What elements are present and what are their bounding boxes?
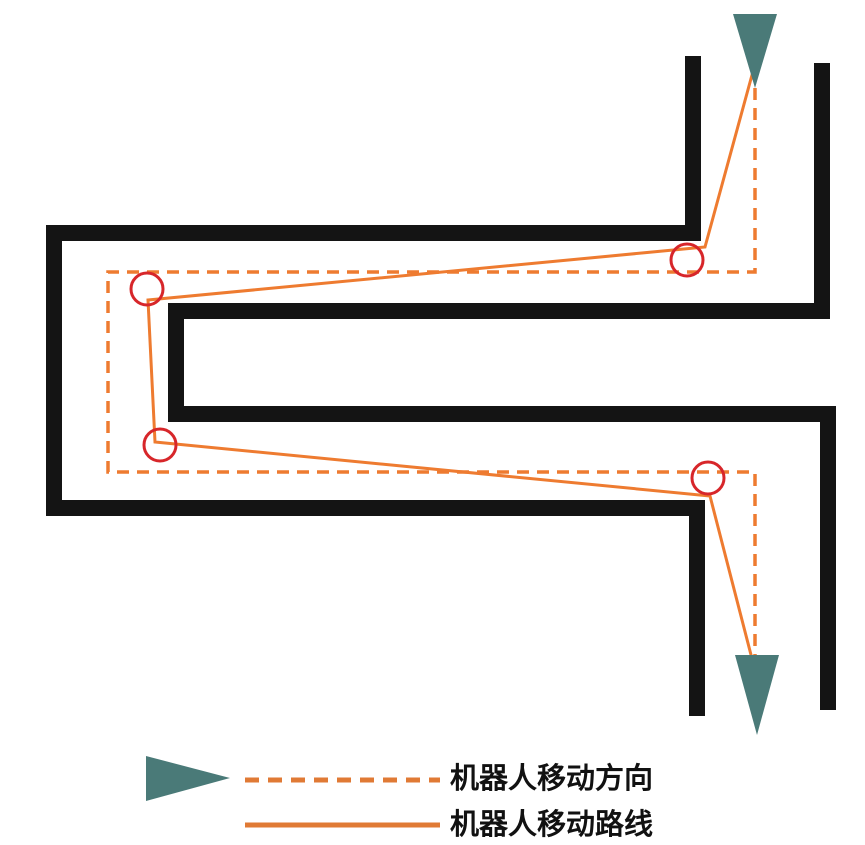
turn-marker (669, 242, 705, 278)
inner-wall (168, 63, 836, 710)
legend-arrow-icon (146, 756, 230, 801)
legend-path-label: 机器人移动路线 (450, 807, 654, 841)
start-arrow-icon (733, 14, 777, 88)
turn-marker (690, 460, 726, 496)
legend-direction-label: 机器人移动方向 (450, 761, 654, 795)
turn-marker (129, 271, 165, 307)
direction-dashed-line (106, 88, 757, 680)
turn-marker (142, 427, 178, 463)
end-arrow-icon (735, 655, 779, 735)
robot-path-line (146, 63, 760, 683)
walls (46, 56, 836, 716)
outer-wall (46, 56, 705, 716)
turn-markers (129, 242, 726, 496)
